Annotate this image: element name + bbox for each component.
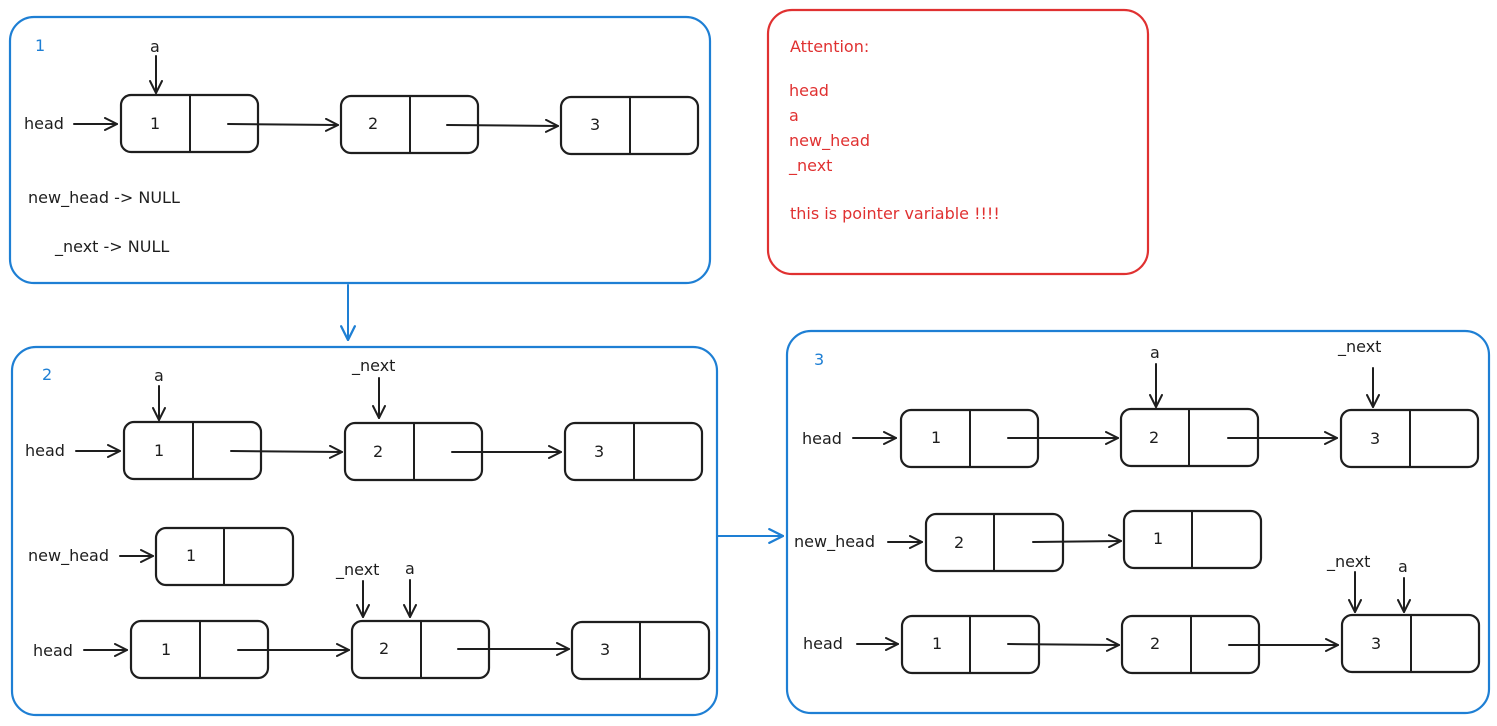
- pointer-next-label: _next: [1337, 337, 1381, 357]
- node-value: 3: [600, 640, 610, 659]
- node-value: 2: [379, 639, 389, 658]
- new-head-label: new_head: [28, 546, 109, 566]
- node-value: 1: [931, 428, 941, 447]
- node-value: 1: [154, 441, 164, 460]
- pointer-a-label: a: [1150, 343, 1160, 362]
- next-link-arrow: [227, 117, 339, 132]
- step-2-number: 2: [42, 365, 52, 384]
- node-value: 1: [150, 114, 160, 133]
- node-value: 2: [954, 533, 964, 552]
- next-link-arrow: [1032, 534, 1122, 549]
- attention-note: this is pointer variable !!!!: [790, 204, 1000, 223]
- head-label: head: [803, 634, 843, 653]
- node-value: 1: [161, 640, 171, 659]
- step-1-number: 1: [35, 36, 45, 55]
- attention-item: a: [789, 106, 799, 125]
- node-value: 2: [373, 442, 383, 461]
- attention-item: _next: [788, 156, 832, 176]
- step-3-number: 3: [814, 350, 824, 369]
- node-value: 3: [594, 442, 604, 461]
- new-head-label: new_head: [794, 532, 875, 552]
- head-label: head: [25, 441, 65, 460]
- step-3-frame: [785, 329, 1491, 715]
- node-value: 3: [590, 115, 600, 134]
- next-link-arrow: [1007, 637, 1120, 652]
- step-1-frame: [8, 15, 712, 285]
- node-value: 1: [1153, 529, 1163, 548]
- node-value: 2: [1150, 634, 1160, 653]
- node-value: 2: [368, 114, 378, 133]
- attention-frame: [766, 8, 1150, 276]
- next-link-arrow: [446, 118, 559, 133]
- step-2-frame: [10, 345, 719, 717]
- head-label: head: [24, 114, 64, 133]
- attention-item: new_head: [789, 131, 870, 151]
- pointer-a-label: a: [150, 37, 160, 56]
- node-value: 3: [1370, 429, 1380, 448]
- node-value: 2: [1149, 428, 1159, 447]
- pointer-a-label: a: [154, 366, 164, 385]
- node-value: 1: [932, 634, 942, 653]
- node-value: 3: [1371, 634, 1381, 653]
- pointer-next-label: _next: [351, 356, 395, 376]
- next-null-note: _next -> NULL: [54, 237, 169, 257]
- node-value: 1: [186, 546, 196, 565]
- pointer-next-label: _next: [335, 560, 379, 580]
- head-label: head: [33, 641, 73, 660]
- pointer-a-label: a: [1398, 557, 1408, 576]
- pointer-next-label: _next: [1326, 552, 1370, 572]
- new-head-null-note: new_head -> NULL: [28, 188, 180, 208]
- head-label: head: [802, 429, 842, 448]
- next-link-arrow: [230, 444, 343, 459]
- attention-item: head: [789, 81, 829, 100]
- attention-title: Attention:: [790, 37, 869, 56]
- pointer-a-label: a: [405, 559, 415, 578]
